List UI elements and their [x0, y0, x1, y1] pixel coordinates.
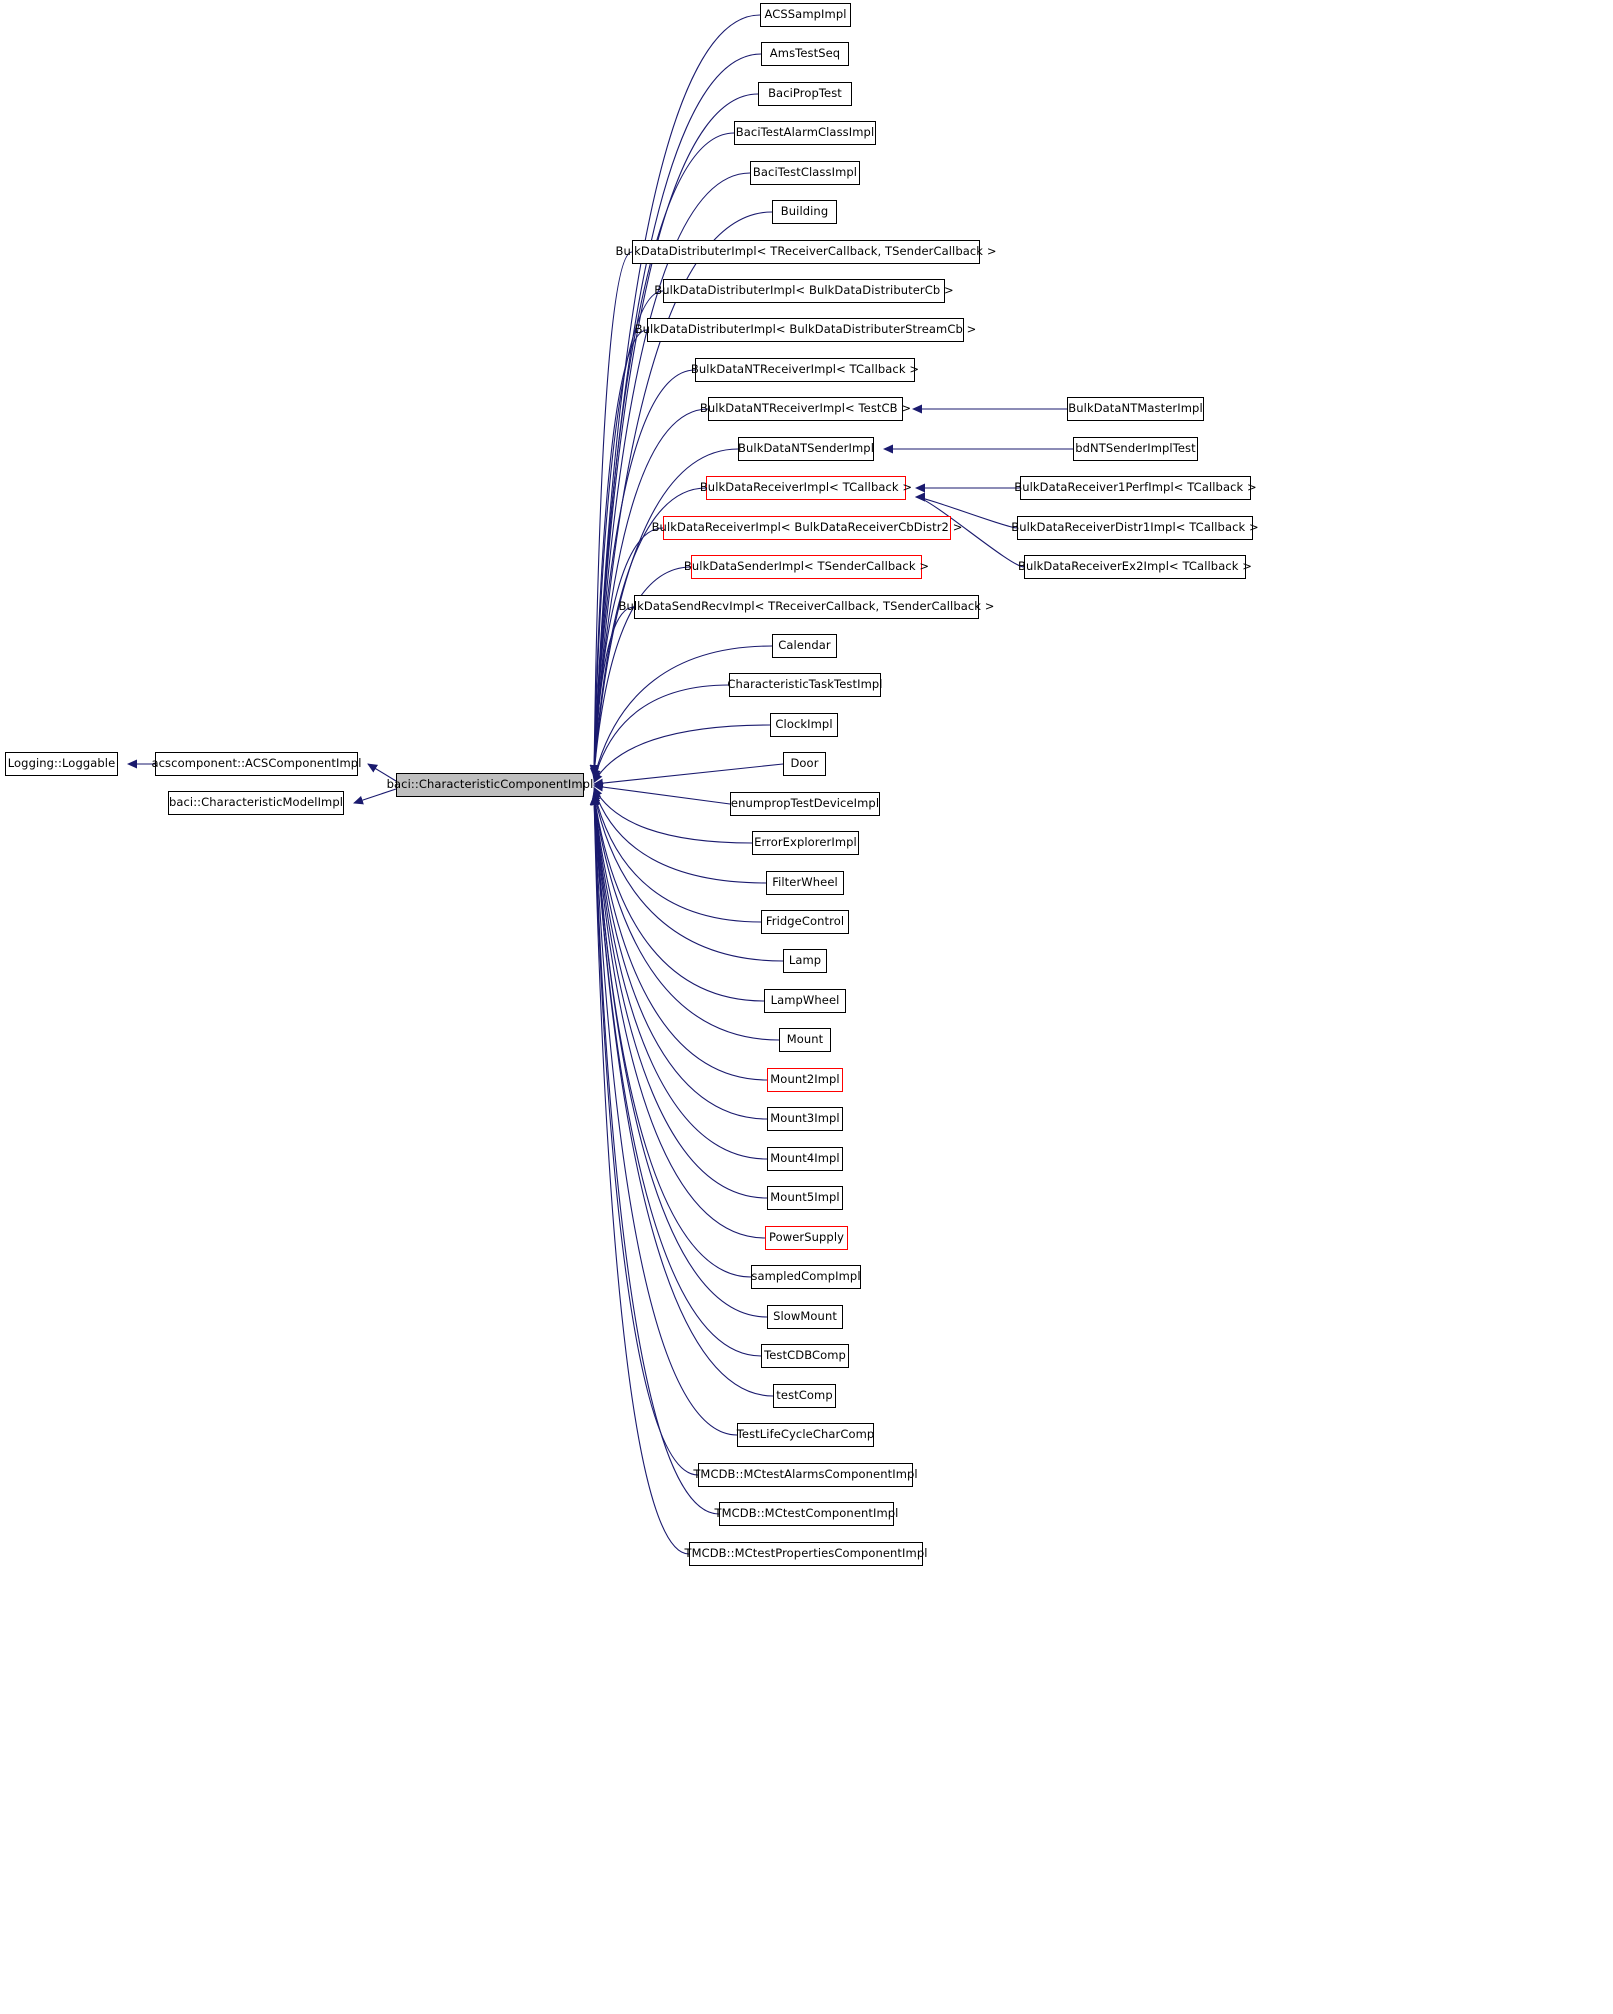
- derived-node[interactable]: TestLifeCycleCharComp: [737, 1423, 874, 1447]
- derived-node[interactable]: enumpropTestDeviceImpl: [730, 792, 880, 816]
- derived-node[interactable]: sampledCompImpl: [751, 1265, 861, 1289]
- derived-node[interactable]: Mount: [779, 1028, 831, 1052]
- derived-node[interactable]: BulkDataReceiverImpl< BulkDataReceiverCb…: [652, 516, 962, 540]
- derived-node[interactable]: Mount2Impl: [767, 1068, 843, 1092]
- derived-node[interactable]: TMCDB::MCtestAlarmsComponentImpl: [693, 1463, 918, 1487]
- derived-node[interactable]: Mount4Impl: [767, 1147, 843, 1171]
- derived-node[interactable]: AmsTestSeq: [761, 42, 849, 66]
- derived-node[interactable]: BulkDataDistributerImpl< BulkDataDistrib…: [635, 318, 976, 342]
- derived-node[interactable]: TestCDBComp: [761, 1344, 849, 1368]
- root-node[interactable]: baci::CharacteristicComponentImpl: [387, 773, 593, 797]
- derived-node[interactable]: FridgeControl: [761, 910, 849, 934]
- derived-node[interactable]: CharacteristicTaskTestImpl: [727, 673, 882, 697]
- derived-node[interactable]: TMCDB::MCtestPropertiesComponentImpl: [684, 1542, 927, 1566]
- derived-node[interactable]: BaciPropTest: [758, 82, 852, 106]
- second_level-node[interactable]: BulkDataReceiver1PerfImpl< TCallback >: [1014, 476, 1257, 500]
- derived-node[interactable]: testComp: [773, 1384, 836, 1408]
- second_level-node[interactable]: BulkDataReceiverDistr1Impl< TCallback >: [1011, 516, 1259, 540]
- derived-node[interactable]: TMCDB::MCtestComponentImpl: [715, 1502, 898, 1526]
- derived-node[interactable]: Mount5Impl: [767, 1186, 843, 1210]
- derived-node[interactable]: ACSSampImpl: [760, 3, 851, 27]
- derived-node[interactable]: BulkDataDistributerImpl< BulkDataDistrib…: [654, 279, 954, 303]
- derived-node[interactable]: BulkDataReceiverImpl< TCallback >: [700, 476, 912, 500]
- derived-node[interactable]: Lamp: [783, 949, 827, 973]
- derived-node[interactable]: Calendar: [772, 634, 837, 658]
- derived-node[interactable]: ClockImpl: [770, 713, 838, 737]
- second_level-node[interactable]: BulkDataReceiverEx2Impl< TCallback >: [1018, 555, 1252, 579]
- derived-node[interactable]: Building: [772, 200, 837, 224]
- derived-node[interactable]: BulkDataDistributerImpl< TReceiverCallba…: [615, 240, 996, 264]
- second_level-node[interactable]: BulkDataNTMasterImpl: [1067, 397, 1204, 421]
- derived-node[interactable]: ErrorExplorerImpl: [752, 831, 859, 855]
- derived-node[interactable]: BaciTestAlarmClassImpl: [734, 121, 876, 145]
- derived-node[interactable]: BulkDataNTReceiverImpl< TCallback >: [691, 358, 919, 382]
- derived-node[interactable]: Mount3Impl: [767, 1107, 843, 1131]
- derived-node[interactable]: Door: [783, 752, 826, 776]
- bases-node[interactable]: acscomponent::ACSComponentImpl: [151, 752, 361, 776]
- derived-node[interactable]: BaciTestClassImpl: [750, 161, 860, 185]
- derived-node[interactable]: BulkDataSenderImpl< TSenderCallback >: [684, 555, 929, 579]
- derived-node[interactable]: LampWheel: [764, 989, 846, 1013]
- derived-node[interactable]: SlowMount: [767, 1305, 843, 1329]
- second_level-node[interactable]: bdNTSenderImplTest: [1073, 437, 1198, 461]
- derived-node[interactable]: BulkDataNTReceiverImpl< TestCB >: [700, 397, 911, 421]
- derived-node[interactable]: PowerSupply: [765, 1226, 848, 1250]
- derived-node[interactable]: FilterWheel: [766, 871, 844, 895]
- derived-node[interactable]: BulkDataNTSenderImpl: [738, 437, 874, 461]
- bases-node[interactable]: baci::CharacteristicModelImpl: [168, 791, 344, 815]
- bases-node[interactable]: Logging::Loggable: [5, 752, 118, 776]
- derived-node[interactable]: BulkDataSendRecvImpl< TReceiverCallback,…: [618, 595, 994, 619]
